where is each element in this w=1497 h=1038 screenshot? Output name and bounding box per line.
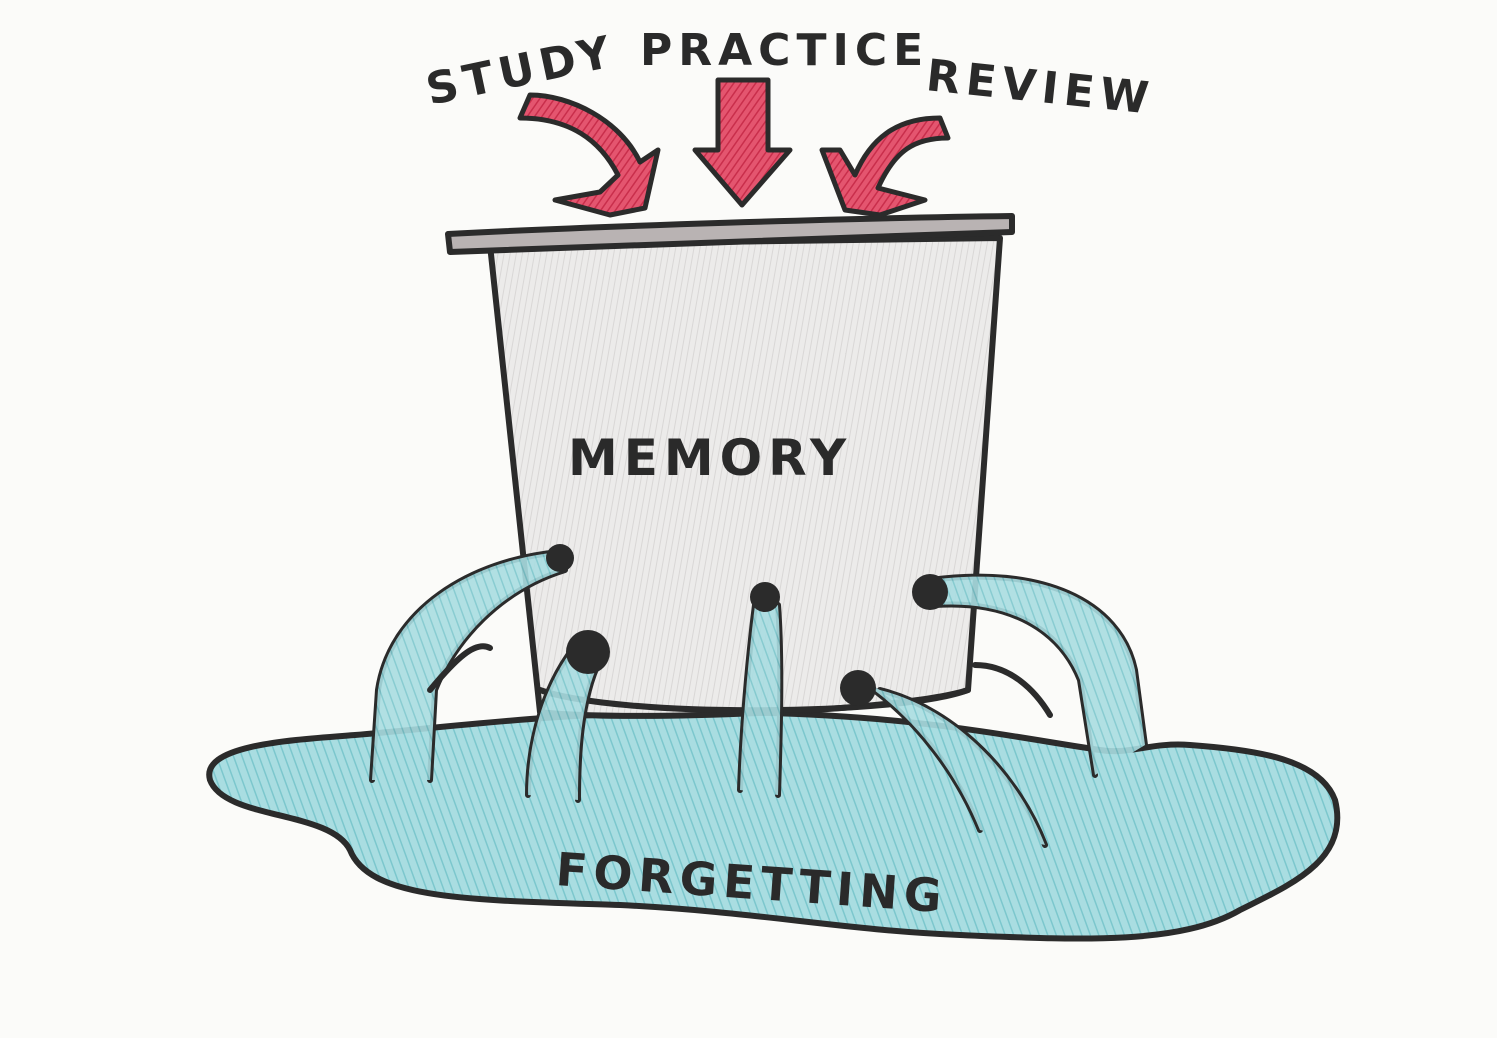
practice-label: PRACTICE	[640, 25, 929, 76]
review-label: REVIEW	[924, 50, 1157, 125]
input-arrows	[517, 77, 951, 218]
bucket-rim	[445, 213, 1015, 255]
study-label: STUDY	[422, 26, 621, 116]
leak-streams	[369, 549, 1148, 848]
memory-label: MEMORY	[568, 429, 852, 487]
bucket-holes	[546, 544, 948, 706]
study-arrow	[517, 92, 661, 218]
review-arrow	[819, 115, 951, 218]
water-puddle	[206, 709, 1341, 942]
practice-arrow	[692, 77, 793, 208]
